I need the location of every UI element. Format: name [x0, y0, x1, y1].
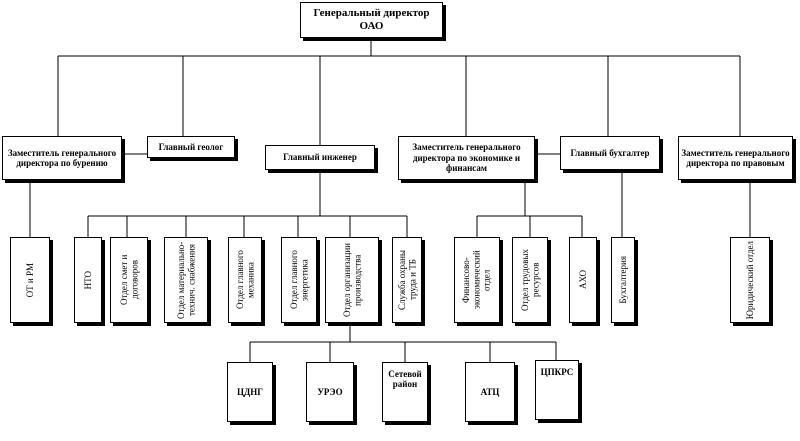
general-director-box: Генеральный директор ОАО: [300, 2, 443, 38]
tsdng-label: ЦДНГ: [237, 386, 263, 397]
chief-accountant-label: Главный бухгалтер: [570, 147, 650, 158]
nto-label: НТО: [82, 270, 93, 290]
contracts-dept-box: Отдел смет и договоров: [110, 237, 148, 323]
hr-dept-box: Отдел трудовых ресурсов: [512, 237, 548, 323]
network-district-box: Сетевой район: [382, 362, 428, 422]
chief-geologist-label: Главный геолог: [158, 141, 224, 152]
network-district-label: Сетевой район: [388, 369, 422, 390]
tskrs-label: ЦПКРС: [540, 367, 574, 377]
tsdng-box: ЦДНГ: [227, 362, 273, 422]
deputy-economics-label: Заместитель генерального директора по эк…: [412, 142, 521, 174]
finance-dept-box: Финансово-экономический отдел: [454, 237, 500, 323]
atc-box: АТЦ: [465, 362, 515, 422]
ot-rm-label: ОТ и РМ: [24, 262, 35, 298]
contracts-dept-label: Отдел смет и договоров: [118, 254, 139, 306]
aho-box: АХО: [569, 237, 597, 323]
chief-mechanic-dept-label: Отдел главного механика: [234, 250, 255, 310]
legal-dept-box: Юридический отдел: [730, 237, 770, 323]
production-dept-box: Отдел организации производства: [325, 237, 379, 323]
ureo-box: УРЭО: [306, 362, 354, 422]
accounting-label: Бухгалтерия: [617, 256, 628, 304]
ureo-label: УРЭО: [317, 386, 343, 397]
nto-box: НТО: [74, 237, 102, 323]
finance-dept-label: Финансово-экономический отдел: [461, 250, 493, 310]
supply-dept-box: Отдел материально-технич. снабжения: [164, 237, 208, 323]
production-dept-label: Отдел организации производства: [341, 243, 362, 317]
chief-energy-dept-box: Отдел главного энергетика: [281, 237, 317, 323]
deputy-legal-box: Заместитель генерального директора по пр…: [678, 136, 793, 180]
aho-label: АХО: [577, 270, 588, 290]
deputy-drilling-label: Заместитель генерального директора по бу…: [7, 147, 117, 168]
accounting-box: Бухгалтерия: [611, 237, 635, 323]
safety-service-label: Служба охраны труда и ТБ: [396, 250, 417, 310]
chief-energy-dept-label: Отдел главного энергетика: [288, 250, 309, 310]
chief-accountant-box: Главный бухгалтер: [560, 136, 660, 170]
deputy-legal-label: Заместитель генерального директора по пр…: [681, 147, 790, 168]
general-director-org: ОАО: [359, 20, 384, 32]
tskrs-box: ЦПКРС: [535, 360, 579, 420]
chief-geologist-box: Главный геолог: [147, 136, 235, 158]
chief-engineer-label: Главный инженер: [283, 152, 357, 163]
legal-dept-label: Юридический отдел: [744, 240, 755, 320]
hr-dept-label: Отдел трудовых ресурсов: [519, 249, 540, 311]
ot-rm-box: ОТ и РМ: [10, 237, 50, 323]
atc-label: АТЦ: [480, 386, 500, 397]
general-director-title: Генеральный директор: [313, 7, 430, 20]
chief-engineer-box: Главный инженер: [265, 145, 375, 170]
safety-service-box: Служба охраны труда и ТБ: [392, 237, 422, 323]
deputy-drilling-box: Заместитель генерального директора по бу…: [2, 136, 122, 180]
chief-mechanic-dept-box: Отдел главного механика: [228, 237, 262, 323]
deputy-economics-box: Заместитель генерального директора по эк…: [398, 136, 535, 180]
supply-dept-label: Отдел материально-технич. снабжения: [175, 241, 196, 319]
